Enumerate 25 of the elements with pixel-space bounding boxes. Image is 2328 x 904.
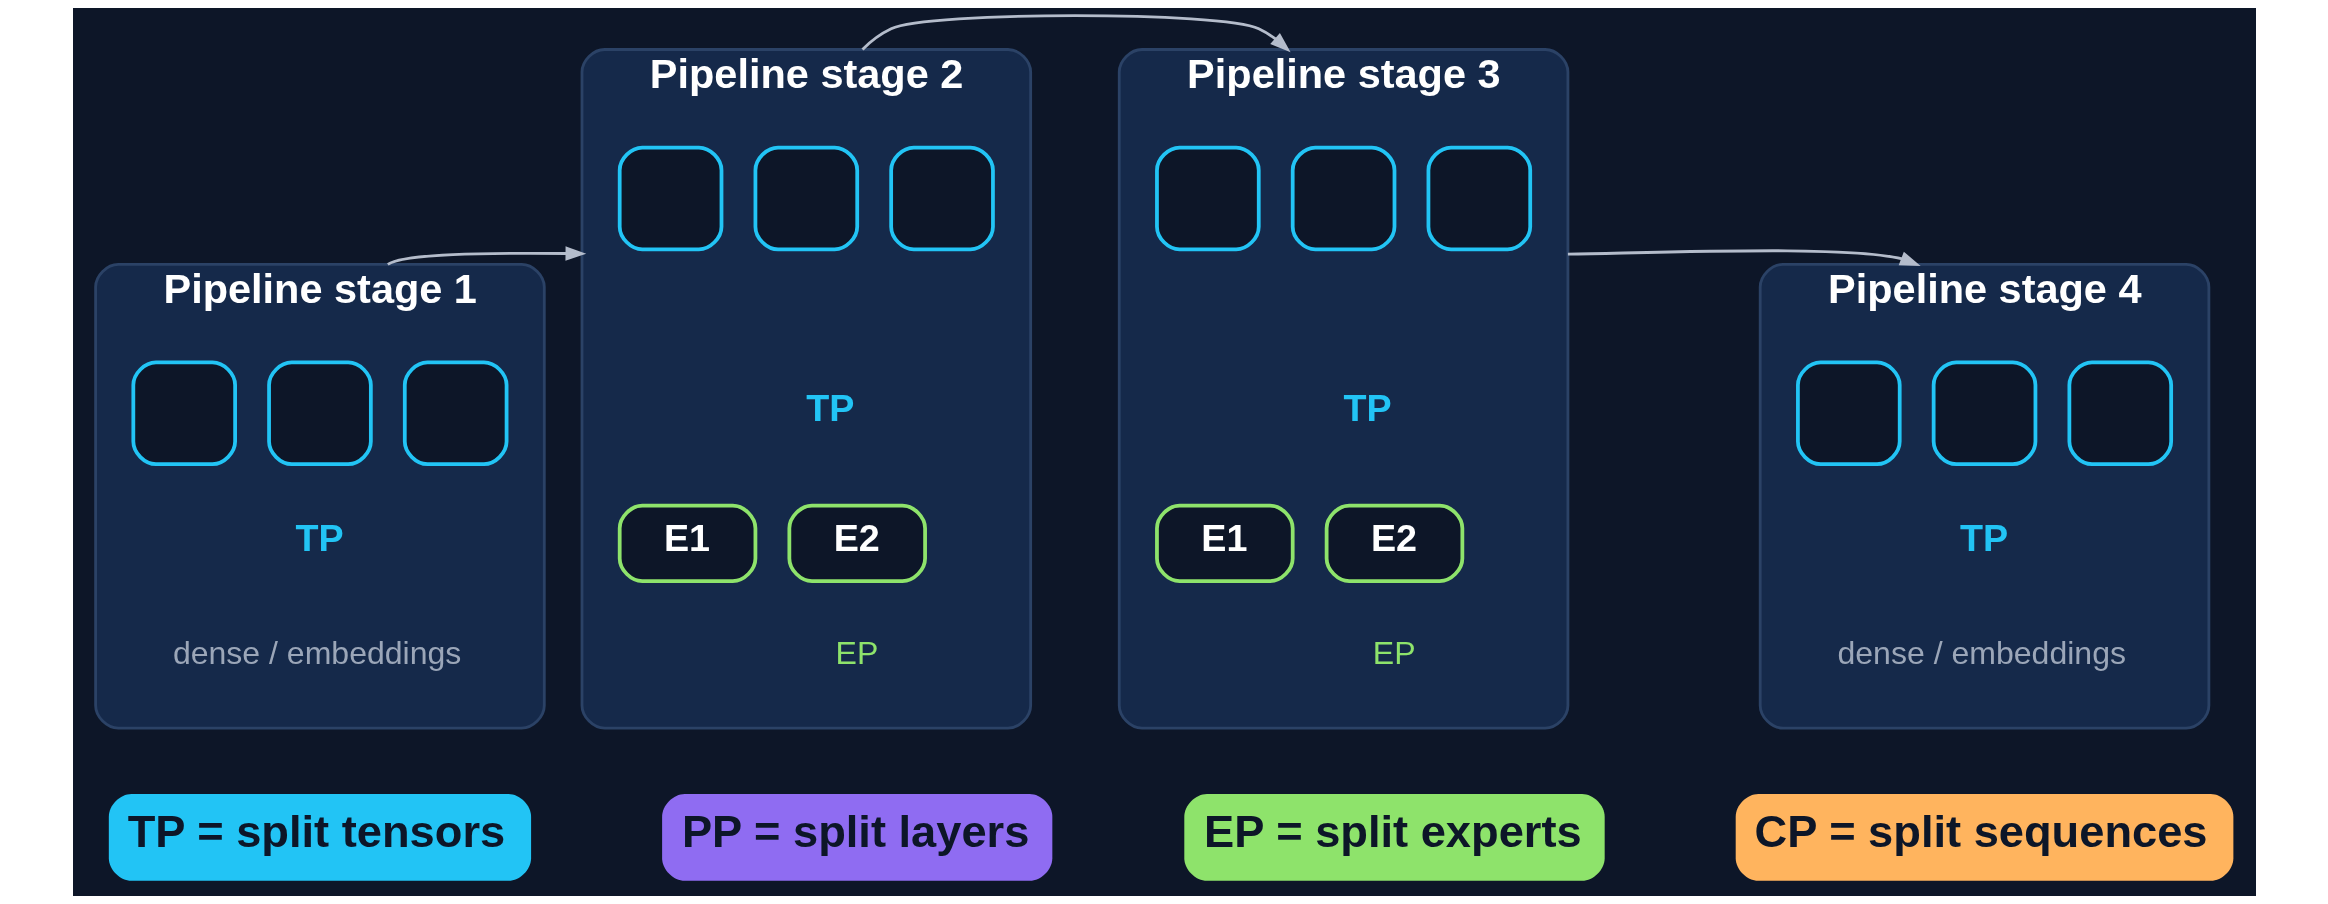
node-box [402,360,508,467]
node-box: E2 [1324,503,1464,583]
node-box [266,360,373,467]
node-box: E2 [786,503,927,583]
node-box [888,145,995,252]
node-box [1426,145,1532,252]
arrow [386,246,586,266]
legend-label: TP = split tensors [127,806,505,858]
legend-label: EP = split experts [1203,806,1582,858]
node-box [1795,360,1902,467]
node-box: E1 [617,503,757,583]
legend-label: CP = split sequences [1754,806,2208,858]
node-box [1931,360,2037,467]
node-box: E1 [1154,503,1295,583]
node-box [2067,360,2173,467]
cluster: Pipeline stage 4 TP dense / embeddings [1758,262,2210,730]
cluster: Pipeline stage 1 TP dense / embeddings [93,262,546,730]
arrow [1567,249,1921,266]
node-box [1154,145,1261,252]
node-box [130,360,237,467]
node-box [1290,145,1396,252]
node-box [617,145,723,252]
arrow [861,14,1291,53]
legend-label: PP = split layers [681,806,1029,858]
node-box [753,145,859,252]
